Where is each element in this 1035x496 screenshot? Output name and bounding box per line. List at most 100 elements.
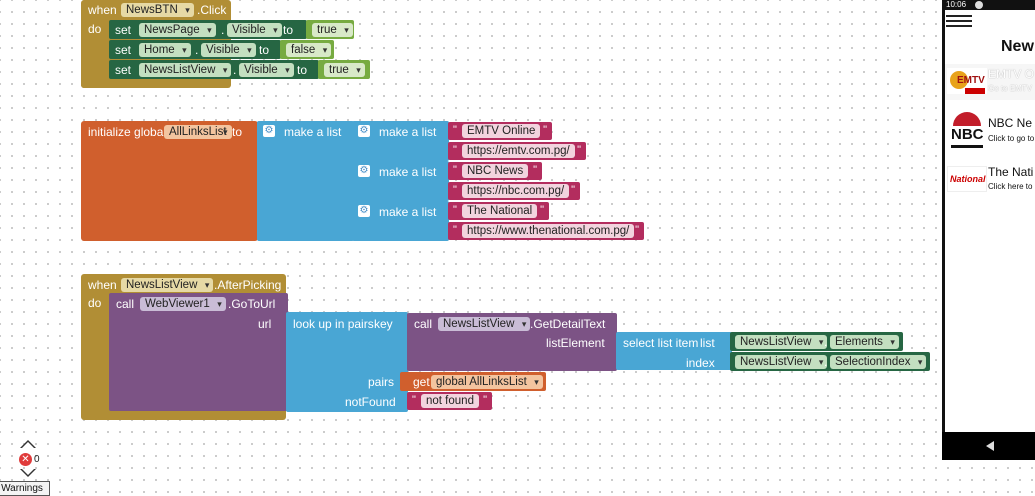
text-value[interactable]: The National: [462, 204, 538, 218]
set-newspage-visible-block[interactable]: set NewsPage . Visible to: [109, 20, 307, 39]
text-the-national[interactable]: "The National": [448, 202, 549, 220]
true-value-dropdown[interactable]: true: [324, 63, 365, 77]
make-a-list-label: make a list: [379, 125, 437, 139]
event-block-bottom: [81, 78, 121, 88]
mutator-gear-icon[interactable]: ⚙: [358, 165, 370, 177]
make-a-list-outer-block[interactable]: ⚙ make a list: [257, 121, 354, 241]
false-value-dropdown[interactable]: false: [286, 43, 332, 57]
text-national-url[interactable]: "https://www.thenational.com.pg/": [448, 222, 644, 240]
click-event-label: .Click: [197, 3, 227, 17]
url-arg-label: url: [258, 317, 272, 331]
newslistview-component-dropdown[interactable]: NewsListView: [121, 278, 214, 292]
text-value[interactable]: https://emtv.com.pg/: [462, 144, 575, 158]
call-webviewer-gotourl-block[interactable]: call WebViewer1 .GoToUrl url: [109, 293, 288, 411]
dot-label: .: [221, 23, 225, 37]
set-home-visible-block[interactable]: set Home . Visible to: [109, 40, 281, 59]
visible-property-dropdown[interactable]: Visible: [227, 23, 282, 37]
to-label: to: [283, 23, 294, 37]
mutator-gear-icon[interactable]: ⚙: [358, 205, 370, 217]
make-a-list-label: make a list: [284, 125, 342, 139]
to-label: to: [297, 63, 308, 77]
when-label: when: [88, 278, 117, 292]
logo-text: NBC: [951, 126, 984, 143]
visible-property-dropdown[interactable]: Visible: [239, 63, 294, 77]
text-value[interactable]: not found: [421, 394, 479, 408]
newslistview-selectionindex-getter-block[interactable]: NewsListView . SelectionIndex: [730, 352, 930, 371]
newspage-component-dropdown[interactable]: NewsPage: [139, 23, 216, 37]
status-bar: 10:06: [942, 0, 1035, 10]
screen-title: New: [1001, 38, 1034, 55]
mutator-gear-icon[interactable]: ⚙: [358, 125, 370, 137]
select-list-item-block[interactable]: select list item list index: [616, 332, 732, 370]
initialize-global-block[interactable]: initialize global AllLinksList to: [81, 121, 258, 241]
chevron-up-icon-inner: [22, 442, 34, 448]
phone-screen: New EMTV EMTV O Go to EMTV NBC NBC Ne Cl…: [945, 10, 1035, 432]
mutator-gear-icon[interactable]: ⚙: [263, 125, 275, 137]
make-a-list-national-block[interactable]: ⚙ make a list: [352, 201, 449, 241]
pairs-arg-label: pairs: [368, 375, 395, 389]
newslistview-component-dropdown[interactable]: NewsListView: [438, 317, 531, 331]
status-time: 10:06: [946, 0, 967, 9]
error-icon: ✕: [19, 453, 32, 466]
newslistview-elements-getter-block[interactable]: NewsListView . Elements: [730, 332, 903, 351]
text-not-found[interactable]: "not found": [407, 392, 492, 410]
global-variable-dropdown[interactable]: global AllLinksList: [431, 375, 543, 389]
elements-property-dropdown[interactable]: Elements: [830, 335, 899, 349]
list-item[interactable]: NBC NBC Ne Click to go to: [945, 110, 1035, 154]
make-a-list-emtv-block[interactable]: ⚙ make a list: [352, 121, 449, 161]
true-boolean-block[interactable]: true: [318, 60, 370, 79]
dot-label: .: [824, 335, 828, 349]
text-nbc-url[interactable]: "https://nbc.com.pg/": [448, 182, 580, 200]
alllinkslist-variable-name[interactable]: AllLinksList: [164, 125, 232, 139]
list-item[interactable]: National The Nati Click here to: [945, 162, 1035, 198]
list-item-subtitle: Click here to: [988, 182, 1033, 191]
text-value[interactable]: https://nbc.com.pg/: [462, 184, 570, 198]
newslistview-component-dropdown[interactable]: NewsListView: [735, 355, 828, 369]
list-item-subtitle: Go to EMTV: [988, 84, 1033, 93]
text-value[interactable]: NBC News: [462, 164, 529, 178]
list-item-subtitle: Click to go to: [988, 134, 1035, 143]
set-newslistview-visible-block[interactable]: set NewsListView . Visible to: [109, 60, 319, 79]
newsbtn-component-dropdown[interactable]: NewsBTN: [121, 3, 194, 17]
national-logo-icon: National: [947, 166, 987, 192]
afterpicking-event-label: .AfterPicking: [214, 278, 282, 292]
make-a-list-label: make a list: [379, 165, 437, 179]
make-a-list-nbc-block[interactable]: ⚙ make a list: [352, 161, 449, 201]
true-boolean-block[interactable]: true: [306, 20, 354, 39]
do-label: do: [88, 22, 102, 36]
home-component-dropdown[interactable]: Home: [139, 43, 191, 57]
back-arrow-icon[interactable]: [986, 441, 994, 451]
to-label: to: [259, 43, 270, 57]
gotourl-method-label: .GoToUrl: [228, 297, 276, 311]
make-a-list-label: make a list: [379, 205, 437, 219]
text-value[interactable]: EMTV Online: [462, 124, 541, 138]
newslistview-component-dropdown[interactable]: NewsListView: [735, 335, 828, 349]
call-getdetailtext-block[interactable]: call NewsListView .GetDetailText listEle…: [407, 313, 617, 371]
set-label: set: [115, 63, 132, 77]
get-global-alllinkslist-block[interactable]: get global AllLinksList: [400, 372, 546, 391]
look-up-in-pairs-block[interactable]: look up in pairs key pairs notFound: [286, 312, 408, 412]
text-emtv-url[interactable]: "https://emtv.com.pg/": [448, 142, 586, 160]
text-nbc-news[interactable]: "NBC News": [448, 162, 542, 180]
hamburger-menu-icon[interactable]: [946, 15, 972, 27]
visible-property-dropdown[interactable]: Visible: [201, 43, 256, 57]
warnings-indicator[interactable]: ✕ 0 Warnings: [0, 440, 50, 496]
warnings-toggle-button[interactable]: Warnings: [0, 481, 50, 496]
nbc-logo-icon: NBC: [947, 112, 987, 152]
text-value[interactable]: https://www.thenational.com.pg/: [462, 224, 635, 238]
false-boolean-block[interactable]: false: [280, 40, 334, 59]
text-emtv-online[interactable]: "EMTV Online": [448, 122, 552, 140]
logo-text: National: [950, 174, 986, 184]
webviewer1-component-dropdown[interactable]: WebViewer1: [140, 297, 226, 311]
list-item[interactable]: EMTV EMTV O Go to EMTV: [945, 64, 1035, 100]
selectionindex-property-dropdown[interactable]: SelectionIndex: [830, 355, 927, 369]
list-item-title: NBC Ne: [988, 116, 1033, 130]
do-label: do: [88, 296, 102, 310]
warning-count: 0: [34, 454, 40, 465]
true-value-dropdown[interactable]: true: [312, 23, 353, 37]
logo-text: EMTV: [957, 75, 985, 86]
notfound-arg-label: notFound: [345, 395, 396, 409]
newslistview-component-dropdown[interactable]: NewsListView: [139, 63, 232, 77]
dot-label: .: [824, 355, 828, 369]
set-label: set: [115, 23, 132, 37]
